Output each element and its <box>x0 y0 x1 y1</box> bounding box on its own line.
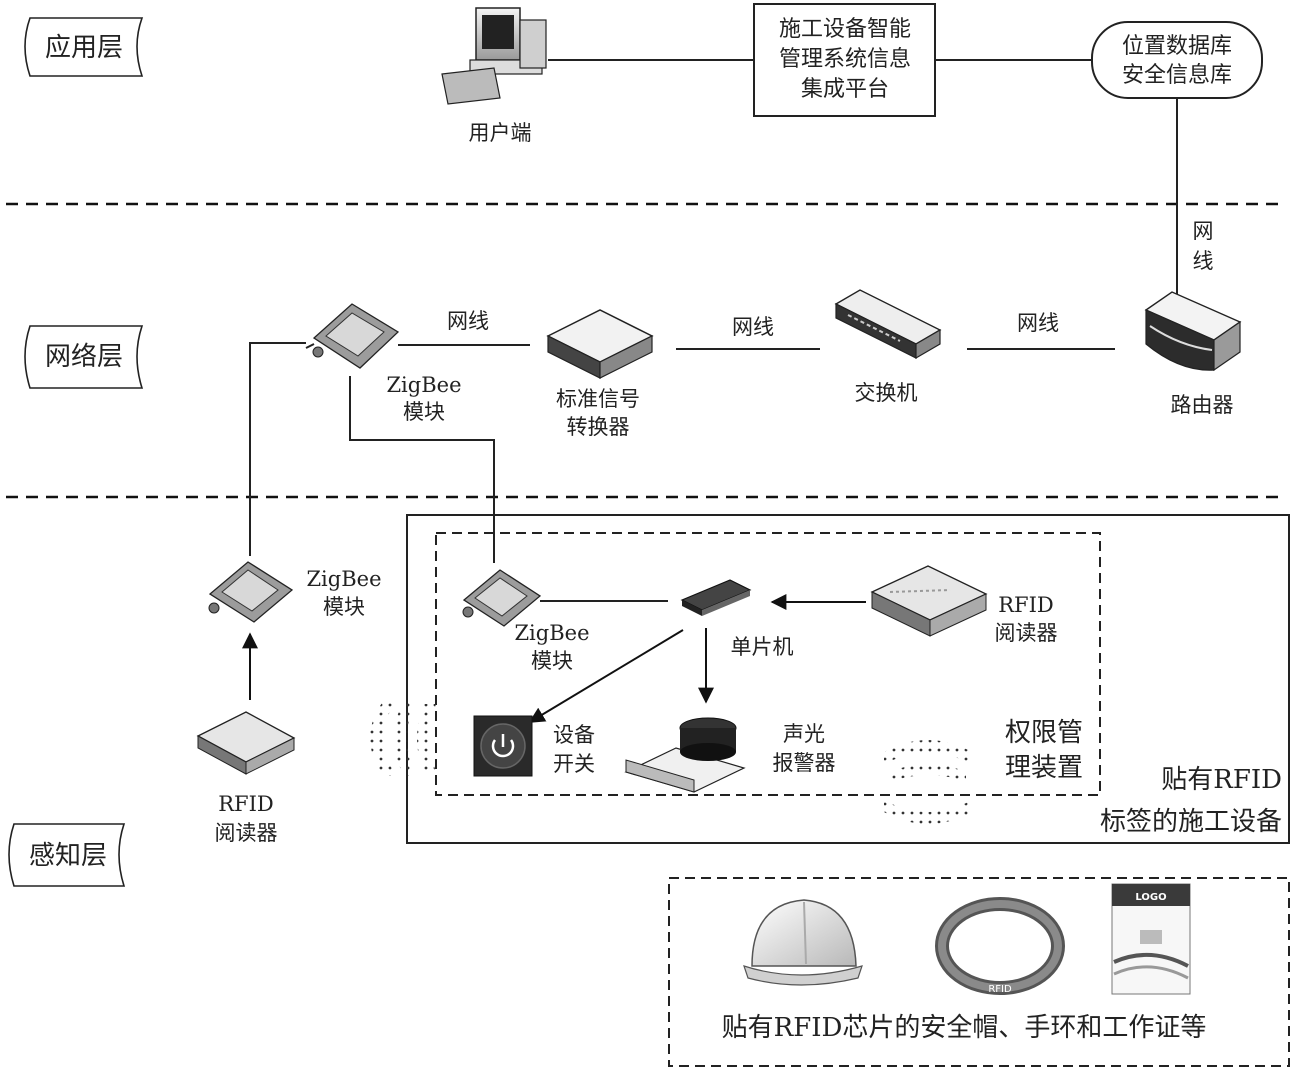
layer-perception-text: 感知层 <box>29 841 107 871</box>
client-label: 用户端 <box>469 121 532 145</box>
rfid-reader-left-icon <box>196 711 296 775</box>
safety-helmet-icon <box>743 899 863 986</box>
rfid-inner-label-1: RFID <box>998 593 1054 617</box>
layer-label-network: 网络层 <box>24 325 144 389</box>
alarm-label-1: 声光 <box>783 722 825 746</box>
database-box <box>1091 21 1263 99</box>
zigbee-module-left-icon <box>208 561 294 623</box>
tagged-equipment-box <box>406 514 1290 844</box>
auth-device-label-1: 权限管 <box>1005 718 1083 748</box>
alarm-icon <box>624 717 746 793</box>
database-line-2: 安全信息库 <box>1122 63 1232 88</box>
switch-label: 交换机 <box>855 381 918 405</box>
zigbee-module-icon <box>305 303 400 369</box>
cable-label-3: 网线 <box>1017 311 1059 335</box>
wristband-icon: RFID <box>935 897 1065 995</box>
equip-switch-label-1: 设备 <box>553 723 595 747</box>
router-label: 路由器 <box>1171 393 1234 417</box>
rfid-left-label-2: 阅读器 <box>215 821 278 845</box>
signal-converter-icon <box>546 309 654 379</box>
microcontroller-icon <box>680 579 752 616</box>
rfid-reader-inner-icon <box>870 565 988 637</box>
layer-application-text: 应用层 <box>45 33 123 63</box>
zigbee-network-label-1: ZigBee <box>386 373 461 397</box>
cable-vertical-char-1: 网 <box>1193 219 1214 243</box>
platform-line-1: 施工设备智能 <box>779 17 911 42</box>
equip-switch-label-2: 开关 <box>553 752 595 776</box>
cable-label-1: 网线 <box>447 309 489 333</box>
wearables-caption: 贴有RFID芯片的安全帽、手环和工作证等 <box>722 1013 1207 1043</box>
wearables-box <box>668 877 1290 1067</box>
zigbee-module-inner-icon <box>462 569 542 627</box>
zigbee-left-label-2: 模块 <box>323 595 365 619</box>
radio-wave-left-icon <box>370 700 436 776</box>
router-icon <box>1144 291 1242 372</box>
layer-label-perception: 感知层 <box>8 823 126 887</box>
rfid-inner-label-2: 阅读器 <box>995 621 1058 645</box>
database-line-1: 位置数据库 <box>1122 34 1232 59</box>
mcu-label: 单片机 <box>731 635 794 659</box>
rfid-left-label-1: RFID <box>218 792 274 816</box>
switch-icon <box>834 289 942 360</box>
zigbee-inner-label-1: ZigBee <box>514 621 589 645</box>
converter-label-1: 标准信号 <box>556 387 640 411</box>
cable-label-2: 网线 <box>732 315 774 339</box>
power-button-icon <box>473 715 533 777</box>
tagged-equipment-label-1: 贴有RFID <box>1161 765 1282 795</box>
work-badge-icon: LOGO <box>1111 883 1191 995</box>
badge-logo-text: LOGO <box>1135 892 1166 903</box>
link-zigbee-left-chain <box>249 342 306 556</box>
alarm-label-2: 报警器 <box>773 751 836 775</box>
zigbee-network-label-2: 模块 <box>403 400 445 424</box>
zigbee-left-label-1: ZigBee <box>306 567 381 591</box>
layer-network-text: 网络层 <box>45 342 123 372</box>
platform-line-2: 管理系统信息 <box>779 47 911 72</box>
platform-line-3: 集成平台 <box>801 77 889 102</box>
layer-label-application: 应用层 <box>24 17 144 77</box>
authority-device-box <box>435 532 1101 796</box>
link-zigbee-inner-chain <box>349 376 495 563</box>
auth-device-label-2: 理装置 <box>1005 753 1083 783</box>
radio-wave-right-icon <box>884 740 972 824</box>
zigbee-inner-label-2: 模块 <box>531 649 573 673</box>
converter-label-2: 转换器 <box>567 415 630 439</box>
wristband-text: RFID <box>988 984 1012 995</box>
arrow-mcu-to-switch <box>528 629 684 723</box>
platform-box <box>753 3 936 117</box>
computer-icon <box>441 7 547 105</box>
cable-vertical-char-2: 线 <box>1193 249 1214 273</box>
tagged-equipment-label-2: 标签的施工设备 <box>1100 807 1282 837</box>
